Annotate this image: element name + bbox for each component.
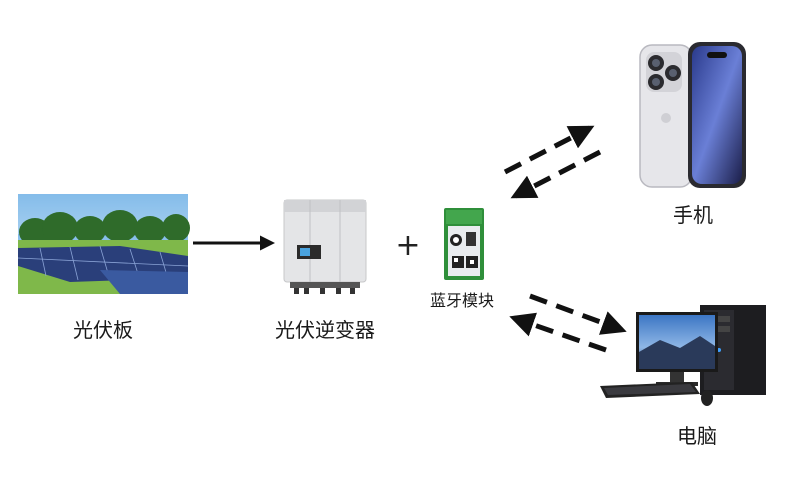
solar-panel-image	[17, 194, 190, 294]
inverter-label: 光伏逆变器	[275, 318, 375, 342]
computer-label: 电脑	[677, 424, 717, 448]
arrow-module-to-computer	[529, 293, 627, 335]
arrow-computer-to-module	[509, 312, 607, 353]
arrow-module-to-phone	[503, 125, 595, 175]
arrow-phone-to-module	[510, 149, 602, 199]
computer-image	[600, 305, 766, 406]
bluetooth-module-label: 蓝牙模块	[430, 291, 494, 310]
phone-label: 手机	[673, 203, 713, 227]
plus-sign: +	[395, 228, 420, 263]
bluetooth-module-image	[444, 208, 484, 280]
solar-panel-label: 光伏板	[73, 318, 133, 342]
inverter-image	[283, 199, 367, 294]
phone-image	[639, 42, 746, 188]
